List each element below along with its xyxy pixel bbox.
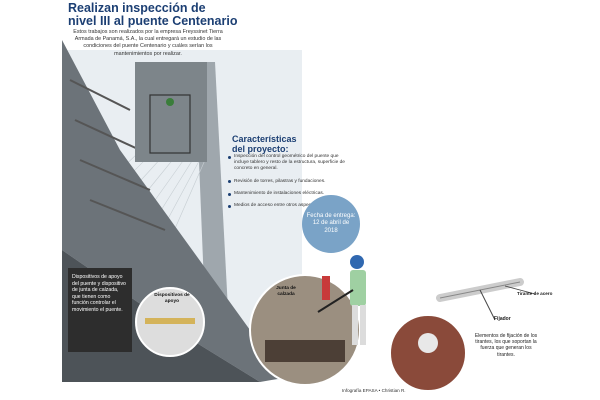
cleaning-worker bbox=[317, 255, 366, 345]
steel-cable-label: Tirante de acero bbox=[517, 291, 553, 296]
delivery-date-badge: Fecha de entrega: 12 de abril de 2018 bbox=[302, 195, 360, 253]
characteristics-list: Inspección del control geométrico del pu… bbox=[228, 154, 348, 215]
anchorage-center bbox=[418, 333, 438, 353]
characteristics-title-line2: del proyecto: bbox=[232, 144, 289, 154]
characteristics-item: Revisión de torres, pilastras y fundacio… bbox=[228, 179, 348, 185]
support-device bbox=[145, 318, 195, 324]
intro-text: Estos trabajos son realizados por la emp… bbox=[73, 29, 223, 57]
road-joint-label: Junta de calzada bbox=[276, 286, 296, 297]
anchorage-elements-note: Elementos de fijación de los tirantes, l… bbox=[474, 333, 538, 358]
characteristics-title: Características del proyecto: bbox=[232, 134, 352, 154]
characteristics-item: Mantenimiento de instalaciones eléctrica… bbox=[228, 191, 348, 197]
support-devices-note: Dispositivos de apoyo del puente y dispo… bbox=[68, 268, 132, 352]
support-devices-label: Dispositivos de apoyo bbox=[154, 293, 190, 304]
worker-figure bbox=[166, 98, 174, 106]
deck-beams bbox=[69, 79, 166, 231]
title-line2: nivel III al puente Centenario bbox=[68, 14, 238, 28]
road-joint-inset bbox=[249, 274, 361, 386]
characteristics-title-line1: Características bbox=[232, 134, 297, 144]
delivery-date-text: Fecha de entrega: 12 de abril de 2018 bbox=[306, 212, 356, 234]
workers-photo bbox=[135, 62, 207, 162]
scaffold bbox=[149, 94, 191, 154]
road-joint bbox=[265, 340, 345, 362]
page-title: Realizan inspección de nivel III al puen… bbox=[68, 2, 268, 28]
title-line1: Realizan inspección de bbox=[68, 1, 206, 15]
characteristics-item: Medios de acceso entre otros aspectos. bbox=[228, 203, 348, 209]
infographic-credit: Infografía EPASA • Christian R. bbox=[342, 388, 406, 393]
fixer-label: Fijador bbox=[494, 316, 511, 322]
characteristics-item: Inspección del control geométrico del pu… bbox=[228, 154, 348, 173]
cable-diagram bbox=[436, 278, 536, 321]
